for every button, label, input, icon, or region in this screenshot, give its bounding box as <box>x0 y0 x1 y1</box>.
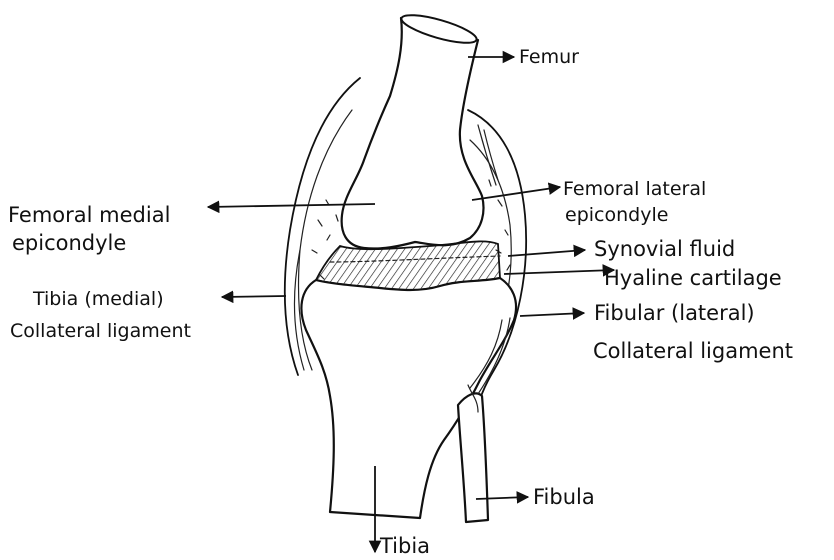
arrow-synovial-fluid <box>508 250 585 256</box>
arrow-tibial-collateral <box>222 296 286 297</box>
arrow-fibular-collateral <box>520 313 584 316</box>
fibula-bone <box>458 393 488 522</box>
label-femoral-lateral-epicondyle-1: Femoral lateral <box>563 178 706 200</box>
label-tibial-collateral-1: Tibia (medial) <box>32 288 164 310</box>
label-femoral-medial-epicondyle-2: epicondyle <box>12 231 126 255</box>
label-synovial-fluid: Synovial fluid <box>594 237 735 261</box>
label-femoral-medial-epicondyle-1: Femoral medial <box>8 203 170 227</box>
label-tibia: Tibia <box>379 534 430 558</box>
femur-bone <box>342 18 484 249</box>
label-hyaline-cartilage: Hyaline cartilage <box>604 266 782 290</box>
arrow-hyaline-cartilage <box>504 270 614 274</box>
arrow-femoral-lateral-epicondyle <box>472 187 560 200</box>
label-femoral-lateral-epicondyle-2: epicondyle <box>565 204 668 226</box>
label-fibular-collateral-2: Collateral ligament <box>593 339 793 363</box>
label-fibula: Fibula <box>533 485 595 509</box>
label-femur: Femur <box>519 46 579 68</box>
label-fibular-collateral-1: Fibular (lateral) <box>594 301 755 325</box>
label-tibial-collateral-2: Collateral ligament <box>10 320 191 342</box>
